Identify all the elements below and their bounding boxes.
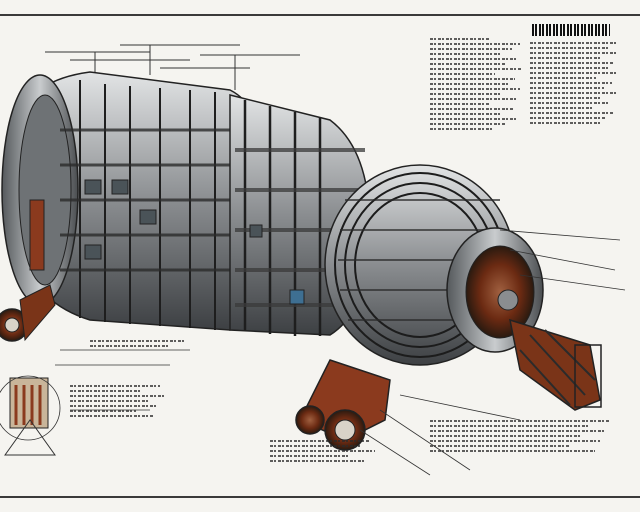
- exhaust-disc: [446, 227, 544, 353]
- engine-main-body: [1, 71, 271, 331]
- bottom-border-line: [0, 496, 640, 498]
- detail-inset: [0, 375, 61, 456]
- notes-bottom-center: [270, 440, 380, 465]
- notes-column-left: [430, 38, 525, 133]
- notes-column-right: [530, 42, 620, 127]
- notes-bottom-left: [70, 385, 170, 420]
- exhaust-arm: [509, 318, 602, 411]
- left-nozzle: [0, 284, 56, 342]
- sheet-title-scribble: [532, 24, 610, 36]
- notes-bottom-right: [430, 420, 620, 455]
- bottom-nozzle: [295, 359, 391, 451]
- top-border-line: [0, 14, 640, 16]
- notes-mid-left: [90, 340, 190, 350]
